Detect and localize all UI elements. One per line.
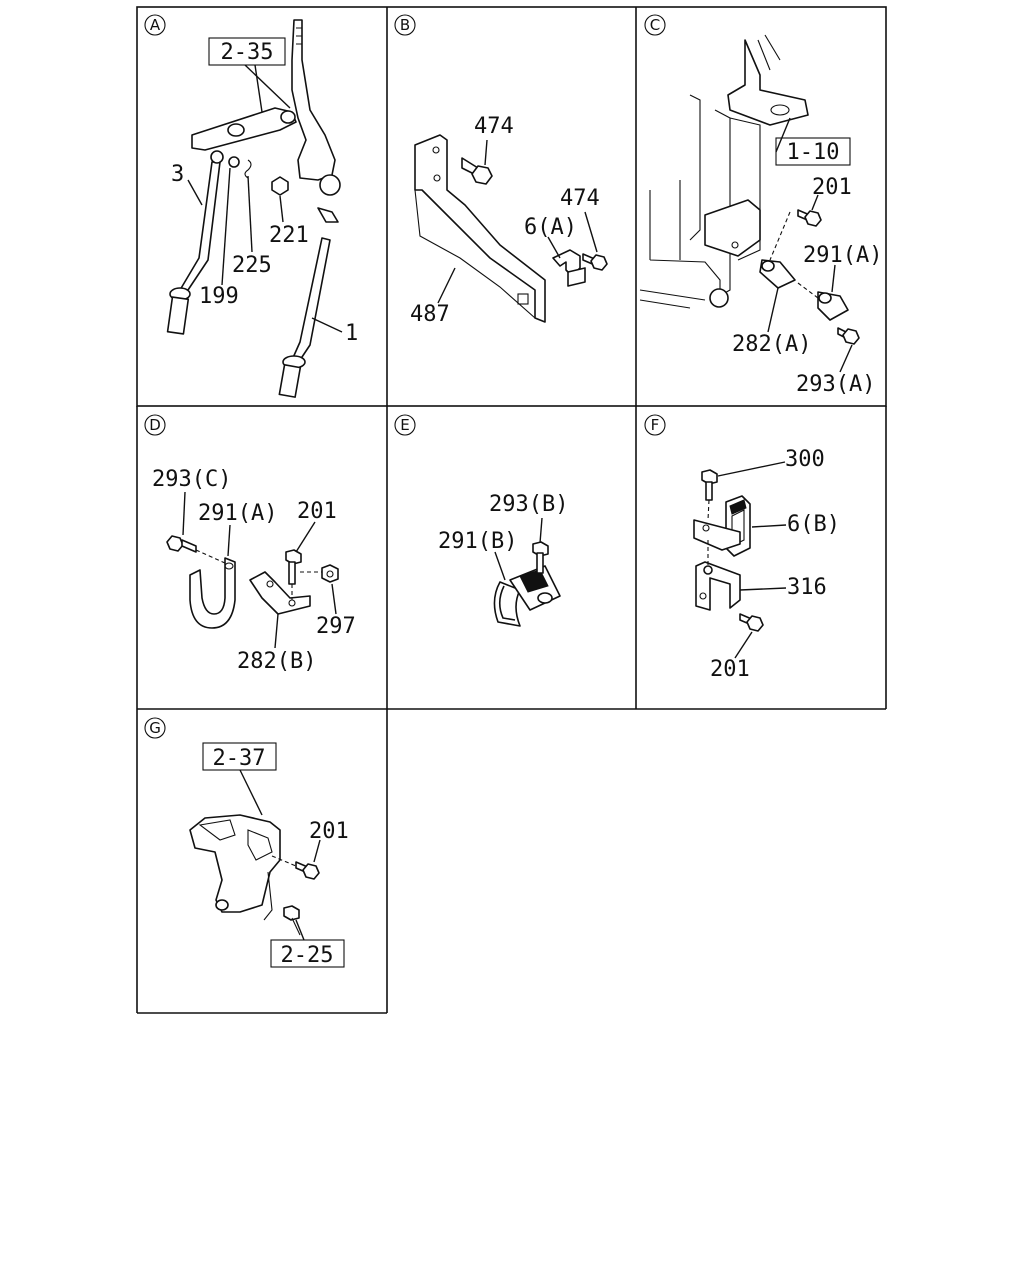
clamp-291b — [493, 565, 561, 627]
leader-lines-f — [707, 461, 787, 659]
cable-3 — [166, 150, 224, 335]
label-291a-d: 291(A) — [198, 501, 277, 526]
label-293a: 293(A) — [796, 372, 875, 397]
ref-box-1-10: 1-10 — [775, 137, 851, 166]
linkage-arm — [191, 64, 297, 151]
label-199: 199 — [199, 284, 239, 309]
mount-bracket-g — [189, 814, 281, 921]
bolt-293b — [532, 541, 549, 574]
panel-g-letter: G — [144, 717, 166, 739]
leader-lines-b — [437, 139, 598, 304]
label-316: 316 — [787, 575, 827, 600]
bolt-474-upper — [461, 157, 493, 185]
label-3: 3 — [171, 162, 184, 187]
panel-f: F 300 — [644, 414, 840, 682]
panel-e: E 293(B) 291(B) — [394, 414, 568, 627]
panel-c: C 1-10 — [639, 14, 882, 397]
panel-g: G 2-37 2-25 20 — [144, 717, 349, 968]
leader-lines-e — [494, 517, 543, 581]
svg-text:A: A — [150, 16, 161, 34]
svg-text:F: F — [651, 416, 660, 434]
label-282b: 282(B) — [237, 649, 316, 674]
bracket-282b — [249, 571, 311, 615]
panel-f-letter: F — [644, 414, 666, 436]
bolt-474-lower — [582, 253, 608, 271]
nut-297 — [321, 564, 339, 583]
label-293b: 293(B) — [489, 492, 568, 517]
bolt-300 — [701, 469, 718, 501]
bolt-2-25 — [283, 905, 301, 936]
bolt-201-f — [739, 613, 764, 632]
label-6b: 6(B) — [787, 512, 840, 537]
bolt-293c — [166, 535, 197, 553]
bolt-201-d — [285, 549, 302, 585]
panel-a: A 2-35 — [144, 14, 358, 398]
panel-b: B 474 474 6(A) 487 — [394, 14, 608, 327]
small-parts-a — [228, 156, 289, 196]
svg-text:1-10: 1-10 — [787, 140, 840, 165]
svg-text:C: C — [650, 16, 660, 34]
panel-d: D — [144, 414, 356, 674]
label-474-lower: 474 — [560, 186, 600, 211]
label-1: 1 — [345, 321, 358, 346]
clamp-291a-d — [189, 557, 236, 629]
label-225: 225 — [232, 253, 272, 278]
label-297: 297 — [316, 614, 356, 639]
leader-lines-g — [239, 769, 321, 941]
clamp-282a — [759, 259, 796, 289]
leader-lines-d — [182, 491, 337, 649]
label-474-upper: 474 — [474, 114, 514, 139]
label-487: 487 — [410, 302, 450, 327]
shift-lever — [291, 19, 341, 196]
svg-text:G: G — [149, 719, 161, 737]
label-221: 221 — [269, 223, 309, 248]
leader-lines-c — [767, 117, 853, 373]
bolt-293a — [837, 327, 860, 345]
panel-d-letter: D — [144, 414, 166, 436]
bracket-upper-f — [693, 519, 741, 551]
svg-text:2-37: 2-37 — [213, 746, 266, 771]
ref-box-2-37: 2-37 — [202, 742, 277, 771]
bolt-201-c — [797, 209, 822, 227]
panel-c-letter: C — [644, 14, 666, 36]
label-291a-c: 291(A) — [803, 243, 882, 268]
svg-text:B: B — [400, 16, 410, 34]
svg-text:2-35: 2-35 — [221, 40, 274, 65]
bolt-201-g — [295, 861, 320, 880]
cable-1 — [278, 207, 339, 398]
leader-lines-a — [187, 167, 343, 333]
label-291b: 291(B) — [438, 529, 517, 554]
panel-e-letter: E — [394, 414, 416, 436]
frame-structure — [639, 34, 809, 309]
clamp-291a — [817, 291, 849, 321]
label-201-g: 201 — [309, 819, 349, 844]
label-201-c: 201 — [812, 175, 852, 200]
panel-a-letter: A — [144, 14, 166, 36]
bracket-316 — [695, 561, 741, 611]
bracket-487 — [414, 134, 546, 323]
svg-text:D: D — [149, 416, 161, 434]
label-201-d: 201 — [297, 499, 337, 524]
svg-text:E: E — [400, 416, 409, 434]
panel-b-letter: B — [394, 14, 416, 36]
panel-grid — [136, 6, 887, 1014]
label-282a: 282(A) — [732, 332, 811, 357]
svg-text:2-25: 2-25 — [281, 943, 334, 968]
label-300: 300 — [785, 447, 825, 472]
label-293c: 293(C) — [152, 467, 231, 492]
label-6a: 6(A) — [524, 215, 577, 240]
ref-box-2-25: 2-25 — [270, 939, 345, 968]
label-201-f: 201 — [710, 657, 750, 682]
ref-box-2-35: 2-35 — [208, 37, 286, 66]
